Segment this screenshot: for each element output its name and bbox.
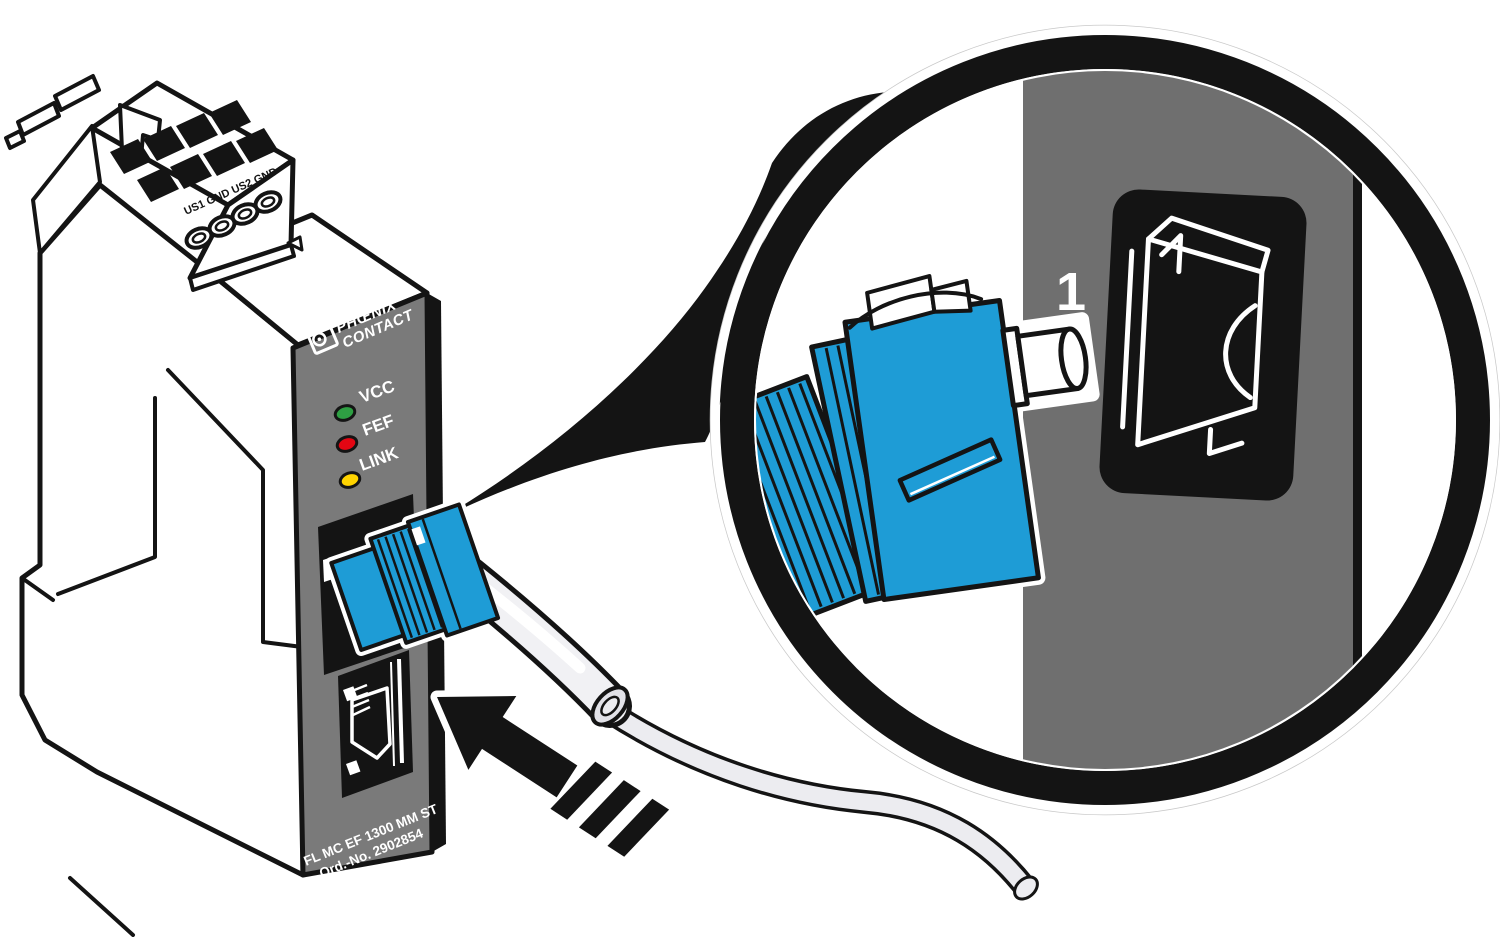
port-number-label: 1 <box>1056 262 1086 322</box>
terminal-warning-triangle <box>286 235 304 252</box>
magnified-fiber-port <box>1099 189 1307 501</box>
magnifier-ring <box>720 35 1490 805</box>
rj45-port <box>338 650 413 798</box>
terminal-rim <box>188 243 296 292</box>
brand-logo-icon-dot <box>317 337 322 342</box>
arrow-speed-stripe-3 <box>607 798 670 857</box>
terminal-cage-openings <box>110 100 278 202</box>
brand-logo-icon <box>305 321 339 355</box>
terminal-back-plate <box>31 124 102 255</box>
magnifier-content: 1 <box>756 71 1362 769</box>
magnified-panel-edge <box>1353 71 1362 769</box>
insertion-arrow-shapes <box>437 696 670 857</box>
housing-contour-lines <box>20 368 304 937</box>
fiber-cable-thin <box>593 695 1041 903</box>
connector-top-curve <box>847 290 984 330</box>
device-connector-body <box>405 502 501 638</box>
rj45-jack-lines <box>343 658 404 776</box>
connector-ferrule <box>1000 325 1089 409</box>
cable-tip <box>1013 875 1039 901</box>
arrow-speed-stripe-2 <box>578 780 641 839</box>
connector-body <box>842 274 1041 603</box>
connector-latch-step2 <box>929 278 973 314</box>
insertion-arrow <box>430 689 676 864</box>
magnified-sc-connector <box>756 274 1100 627</box>
led-link <box>338 471 362 489</box>
device-connector-latch <box>411 526 426 546</box>
din-rail-clips <box>4 74 101 150</box>
connector-key-slot <box>897 437 1003 503</box>
device-sc-connector <box>325 498 1041 903</box>
led-fef <box>335 435 359 453</box>
fiber-port-opening <box>1099 189 1307 501</box>
led-vcc <box>333 404 357 422</box>
media-converter-device: US1 GND US2 GND PHŒNIX CONTACT VCC <box>4 74 446 937</box>
arrow-head-and-body <box>437 696 578 798</box>
arrow-speed-stripe-1 <box>550 761 613 820</box>
magnifier-circle: 1 <box>709 24 1500 816</box>
terminal-screws <box>184 190 283 250</box>
terminal-block: US1 GND US2 GND <box>31 80 304 292</box>
cable-boot-core <box>600 695 620 717</box>
magnifier-halo <box>710 25 1500 815</box>
brand-logo-icon-circle <box>312 332 327 347</box>
fiber-port-cavity-lines <box>1120 215 1271 456</box>
